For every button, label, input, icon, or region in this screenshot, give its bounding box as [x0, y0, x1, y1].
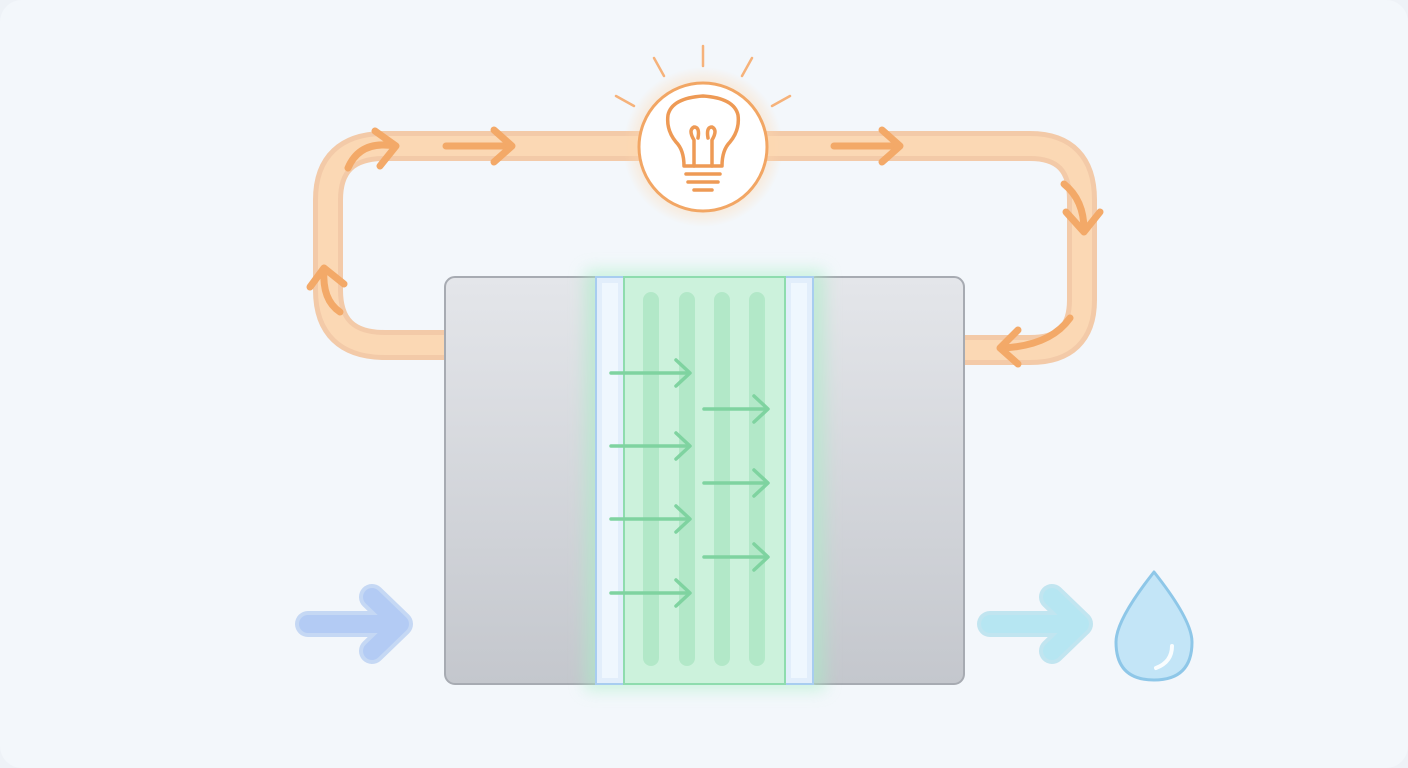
fuel-cell — [444, 270, 965, 690]
electron-arrow — [996, 314, 1074, 368]
electron-arrow — [306, 264, 348, 316]
input-arrow-icon — [295, 584, 413, 664]
ion-arrow — [609, 431, 692, 461]
anode-electrode — [444, 276, 606, 685]
electron-arrow — [830, 126, 904, 166]
electron-arrow — [1060, 180, 1104, 236]
ion-arrow — [609, 504, 692, 534]
cathode-electrode — [805, 276, 965, 685]
electron-arrow — [344, 127, 400, 172]
water-drop-icon — [1114, 570, 1194, 682]
ion-arrow — [609, 578, 692, 608]
ion-arrow — [702, 542, 770, 572]
ion-arrow — [702, 394, 770, 424]
ion-arrow — [702, 468, 770, 498]
lightbulb-load — [614, 44, 792, 227]
cathode-catalyst-layer — [784, 276, 814, 685]
electron-flow-arrows — [306, 126, 1104, 368]
ion-flow-arrows — [609, 358, 770, 608]
light-rays — [614, 44, 792, 108]
electrolyte-membrane — [623, 276, 786, 685]
anode-catalyst-layer — [595, 276, 625, 685]
lightbulb-icon — [665, 94, 741, 192]
electron-arrow — [442, 126, 516, 166]
output-arrow-icon — [977, 584, 1093, 664]
ion-arrow — [609, 358, 692, 388]
